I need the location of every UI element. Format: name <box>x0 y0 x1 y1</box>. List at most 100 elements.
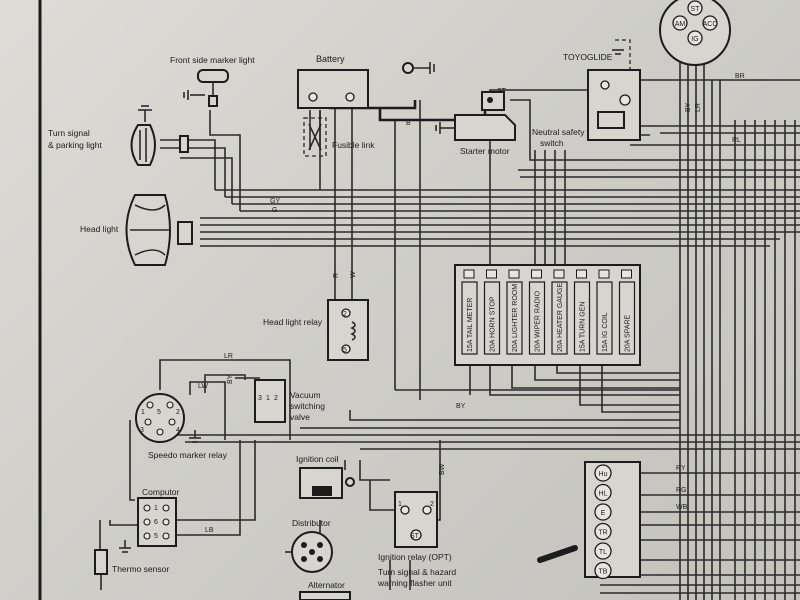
distributor-label: Distributor <box>292 518 331 528</box>
combo-switch-pin-label: HL <box>599 491 608 498</box>
head-light-label: Head light <box>80 224 119 234</box>
distributor <box>285 531 333 573</box>
ign-relay-pin-st: ST <box>410 533 420 540</box>
flasher-label-1: Turn signal & hazard <box>378 567 456 577</box>
front-side-marker-light-label: Front side marker light <box>170 55 255 65</box>
vertical-wires <box>319 0 796 600</box>
thermo-sensor-label: Thermo sensor <box>112 564 169 574</box>
alternator-label: Alternator <box>308 580 345 590</box>
fuse-slot <box>551 281 568 355</box>
ignition-coil <box>299 467 355 499</box>
front-side-marker-light <box>183 69 229 107</box>
wire-r: R <box>333 273 340 278</box>
ignition-coil-label: Ignition coil <box>296 454 339 464</box>
ignition-st-label: ST <box>691 6 701 13</box>
computor: 1 6 5 <box>119 497 177 553</box>
vacuum-pin-3: 3 <box>258 395 262 402</box>
wire-lr: LR <box>224 353 233 360</box>
wire-gy: GY <box>270 198 280 205</box>
neutral-safety-label-2: switch <box>540 138 564 148</box>
fusible-link <box>303 117 327 157</box>
fuse-label: 20A WIPER RADIO <box>535 290 542 352</box>
combo-switch-pin <box>594 561 612 580</box>
wire-lw: LW <box>198 383 208 390</box>
wire-g: G <box>272 207 277 214</box>
battery-label: Battery <box>316 54 345 64</box>
vacuum-label-1: Vacuum <box>290 390 321 400</box>
fuse-label: 20A HORN STOP <box>490 296 497 352</box>
speedo-marker-relay-label: Speedo marker relay <box>148 450 228 460</box>
combo-switch-pin <box>594 503 612 521</box>
lower-left-wires <box>99 359 441 590</box>
fuse-terminal <box>508 269 520 279</box>
speedo-pin-1: 1 <box>141 409 145 416</box>
fuse-terminal <box>621 269 632 279</box>
wire-lb: LB <box>205 527 214 534</box>
vacuum-label-3: valve <box>290 412 310 422</box>
vacuum-switching-valve: 3 1 2 <box>254 379 286 423</box>
combo-switch-pin-label: Hu <box>599 471 608 478</box>
head-light-relay: 2 5 <box>327 299 369 361</box>
fuse-slot <box>506 281 523 355</box>
fuse-slot <box>618 281 636 355</box>
speedo-pin-2: 2 <box>176 409 180 416</box>
battery-wiring <box>309 89 800 161</box>
toyoglide-neutral-safety-switch <box>587 39 641 141</box>
relay-pin-5: 5 <box>343 347 347 354</box>
fuse-label: 20A LIGHTER ROOM <box>512 284 519 352</box>
wire-br: BR <box>735 73 745 80</box>
computor-pin-5: 5 <box>154 533 158 540</box>
wire-st: ST <box>497 88 507 95</box>
computor-label: Computor <box>142 487 179 497</box>
ignition-am-label: AM <box>675 21 686 28</box>
combo-switch-pin <box>594 542 612 560</box>
speedo-pin-5: 5 <box>157 409 161 416</box>
wire-by-bus: BY <box>456 403 466 410</box>
fuse-slot <box>528 281 546 355</box>
wire-by-top: BY <box>685 102 692 112</box>
wire-by-mid: BY <box>227 374 234 384</box>
flasher-label-2: warning flasher unit <box>377 578 452 588</box>
fuse-label: 20A HEATER GAUGE <box>557 283 564 352</box>
relay-pin-2: 2 <box>343 311 347 318</box>
fuse-slot <box>573 281 591 355</box>
wire-lr-top: LR <box>695 103 702 112</box>
speedo-pin-3: 3 <box>140 427 144 434</box>
fuse-terminal <box>576 269 587 279</box>
head-light-relay-label: Head light relay <box>263 317 323 327</box>
vacuum-label-2: switching <box>290 401 325 411</box>
combo-switch-pin <box>594 522 612 541</box>
ignition-ig-label: IG <box>691 36 698 43</box>
fuse-slot <box>461 281 478 355</box>
fuse-terminal <box>598 269 610 279</box>
computor-pin-6: 6 <box>154 519 158 526</box>
turn-signal-label-2: & parking light <box>48 140 103 150</box>
fuse-slot <box>483 281 501 355</box>
combo-switch-pin <box>594 464 612 482</box>
combo-switch-pin-label: E <box>601 510 606 517</box>
wire-b: B <box>406 120 411 127</box>
wire-wb: WB <box>676 504 688 511</box>
vacuum-pin-1: 1 <box>266 395 270 402</box>
fuse-slot <box>596 281 613 355</box>
battery <box>297 62 435 109</box>
wire-ry: RY <box>676 465 686 472</box>
fuse-label: 15A TAIL METER <box>467 298 474 352</box>
thermo-sensor <box>94 549 108 590</box>
combo-switch-pin-label: TL <box>599 549 607 556</box>
toyoglide-label: TOYOGLIDE <box>563 52 613 62</box>
wire-codes: BR BY LR RL B ST GY G R W LR LW BY BY BW… <box>198 73 745 534</box>
ignition-relay-label: Ignition relay (OPT) <box>378 552 452 562</box>
combo-switch-pin <box>594 483 612 502</box>
neutral-safety-label-1: Neutral safety <box>532 127 585 137</box>
ignition-relay: 1 2 ST <box>394 491 438 548</box>
turn-signal-label-1: Turn signal <box>48 128 90 138</box>
fuse-label: 20A SPARE <box>625 314 632 352</box>
fuse-terminal <box>463 269 475 279</box>
combo-switch-pin-label: TB <box>599 569 608 576</box>
fuse-terminal <box>553 269 565 279</box>
wire-rl: RL <box>732 137 741 144</box>
ignition-acc-label: ACC <box>703 21 718 28</box>
